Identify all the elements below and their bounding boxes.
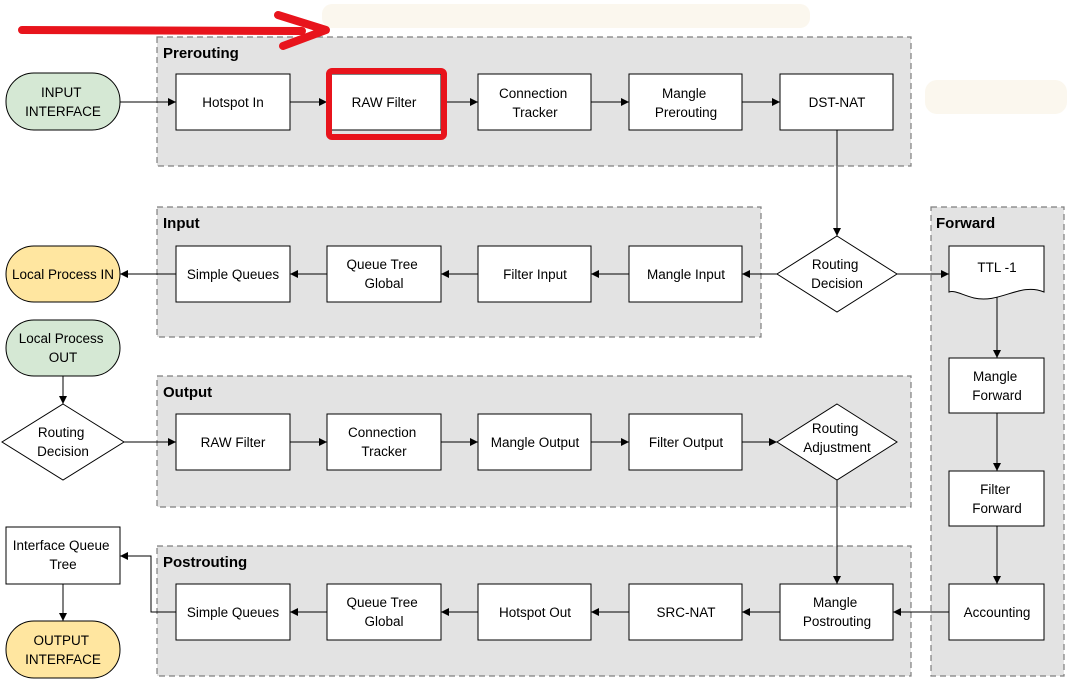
hotspot-out-label: Hotspot Out xyxy=(499,605,571,620)
mangle-prerouting-label: Mangle Prerouting xyxy=(655,86,717,120)
routing-decision-output-diamond xyxy=(1,403,125,481)
group-output-title: Output xyxy=(163,384,212,401)
raw-filter-output-label: RAW Filter xyxy=(201,435,266,450)
filter-forward-box xyxy=(948,470,1045,527)
local-process-in-terminal xyxy=(5,245,121,303)
simple-queues-postrouting-box xyxy=(175,583,291,641)
raw-filter-label: RAW Filter xyxy=(352,95,417,110)
mangle-forward-box xyxy=(948,357,1045,414)
filter-input-label: Filter Input xyxy=(503,267,567,282)
raw-filter-highlight xyxy=(326,68,447,140)
connection-tracker-output-box xyxy=(326,413,442,471)
filter-output-label: Filter Output xyxy=(649,435,724,450)
mangle-input-label: Mangle Input xyxy=(647,267,725,282)
hotspot-out-box xyxy=(477,583,592,641)
routing-adjustment-label: Routing Adjustment xyxy=(803,421,871,455)
local-process-out-terminal xyxy=(5,319,121,377)
group-prerouting-title: Prerouting xyxy=(163,45,239,62)
ttl-document-shape xyxy=(948,245,1045,300)
highlighter-mark xyxy=(925,80,1067,114)
group-postrouting-title: Postrouting xyxy=(163,554,247,571)
dst-nat-label: DST-NAT xyxy=(809,95,866,110)
mangle-forward-label: Mangle Forward xyxy=(972,369,1022,403)
connection-tracker-output-label: Connection Tracker xyxy=(348,425,420,459)
mangle-postrouting-box xyxy=(779,583,894,641)
mangle-output-box xyxy=(477,413,592,471)
accounting-label: Accounting xyxy=(964,605,1031,620)
simple-queues-input-box xyxy=(175,245,291,303)
group-forward-title: Forward xyxy=(936,215,995,232)
local-process-in-label: Local Process IN xyxy=(12,267,114,282)
edge xyxy=(120,552,176,613)
red-arrowhead-annotation xyxy=(274,11,330,50)
group-input-title: Input xyxy=(163,215,200,232)
input-interface-label: INPUT INTERFACE xyxy=(25,85,101,119)
dst-nat-box xyxy=(779,73,894,131)
queue-tree-global-input-label: Queue Tree Global xyxy=(346,257,421,291)
routing-decision-output-label: Routing Decision xyxy=(37,425,89,459)
red-arrow-annotation xyxy=(18,26,306,35)
hotspot-in-label: Hotspot In xyxy=(202,95,264,110)
interface-queue-tree-label: Interface Queue Tree xyxy=(13,538,114,572)
highlighter-mark xyxy=(322,4,810,28)
filter-input-box xyxy=(477,245,592,303)
mangle-postrouting-label: Mangle Postrouting xyxy=(803,595,871,629)
filter-forward-label: Filter Forward xyxy=(972,482,1022,516)
raw-filter-output-box xyxy=(175,413,291,471)
output-interface-terminal xyxy=(5,620,121,679)
routing-adjustment-diamond xyxy=(776,403,898,481)
queue-tree-global-postrouting-box xyxy=(326,583,442,641)
simple-queues-input-label: Simple Queues xyxy=(187,267,280,282)
routing-decision-diamond xyxy=(776,235,898,313)
local-process-out-label: Local Process OUT xyxy=(19,331,108,365)
mangle-input-box xyxy=(628,245,743,303)
connectors xyxy=(59,98,1001,621)
src-nat-box xyxy=(628,583,743,641)
connection-tracker-label: Connection Tracker xyxy=(499,86,571,120)
filter-output-box xyxy=(628,413,743,471)
output-interface-label: OUTPUT INTERFACE xyxy=(25,633,101,667)
hotspot-in-box xyxy=(175,73,291,131)
src-nat-label: SRC-NAT xyxy=(657,605,716,620)
accounting-box xyxy=(948,583,1045,641)
mangle-prerouting-box xyxy=(628,73,743,131)
simple-queues-postrouting-label: Simple Queues xyxy=(187,605,280,620)
queue-tree-global-postrouting-label: Queue Tree Global xyxy=(346,595,421,629)
ttl-label: TTL -1 xyxy=(977,260,1016,275)
routing-decision-label: Routing Decision xyxy=(811,257,863,291)
queue-tree-global-input-box xyxy=(326,245,442,303)
input-interface-terminal xyxy=(5,72,121,131)
connection-tracker-box xyxy=(477,73,592,131)
interface-queue-tree-box xyxy=(5,526,121,585)
mangle-output-label: Mangle Output xyxy=(491,435,580,450)
